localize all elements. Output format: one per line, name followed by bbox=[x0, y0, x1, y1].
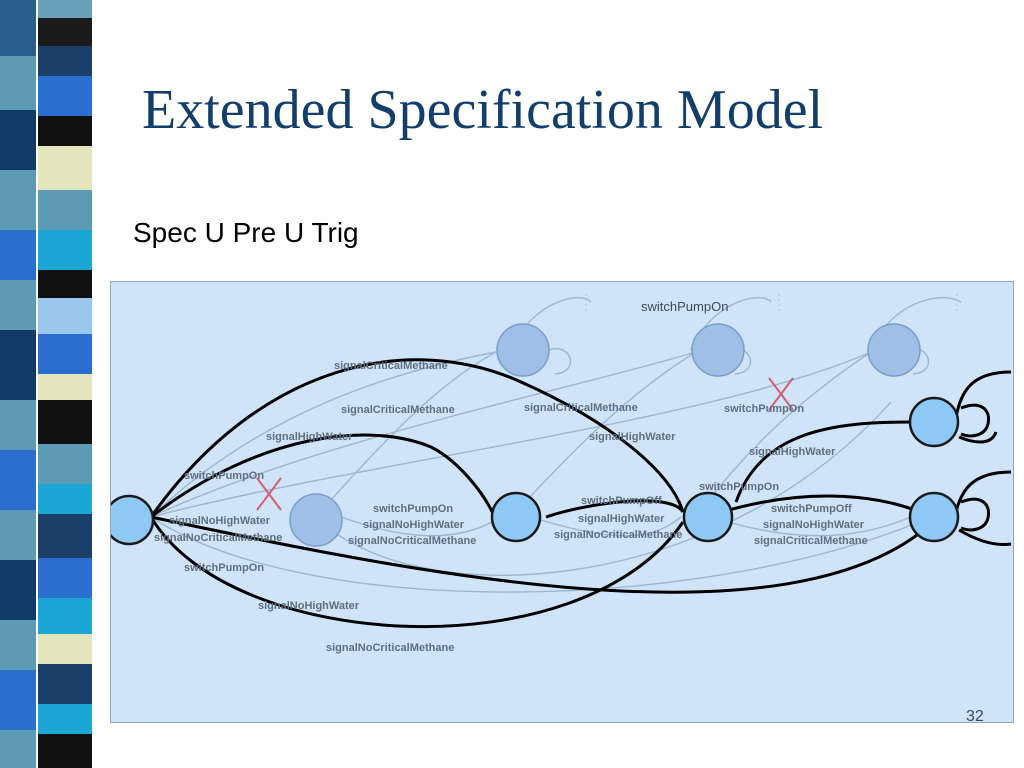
edge-label: signalCriticalMethane bbox=[341, 404, 455, 416]
edge-label: switchPumpOn bbox=[373, 503, 453, 515]
faint-edges bbox=[150, 296, 962, 593]
page-number: 32 bbox=[966, 708, 984, 725]
edge-label: switchPumpOn bbox=[184, 470, 264, 482]
edge-label: signalNoHighWater bbox=[763, 519, 865, 531]
faint-nodes bbox=[289, 323, 921, 547]
edge-label: signalCriticalMethane bbox=[754, 535, 868, 547]
edge-label: signalNoCriticalMethane bbox=[326, 642, 454, 654]
slide-title: Extended Specification Model bbox=[142, 79, 824, 141]
state-machine-diagram: switchPumpOn signalCriticalMethane signa… bbox=[110, 281, 1014, 723]
edge-label: signalNoHighWater bbox=[258, 600, 360, 612]
edge-label-top: switchPumpOn bbox=[641, 299, 728, 314]
edge-label: switchPumpOn bbox=[184, 562, 264, 574]
slide-subtitle: Spec U Pre U Trig bbox=[133, 217, 359, 248]
edge-label: signalCriticalMethane bbox=[334, 360, 448, 372]
edge-label: signalNoCriticalMethane bbox=[348, 535, 476, 547]
edge-label: switchPumpOn bbox=[724, 403, 804, 415]
edge-label: switchPumpOff bbox=[771, 503, 852, 515]
edge-label: switchPumpOff bbox=[581, 495, 662, 507]
edge-label: signalNoCriticalMethane bbox=[554, 529, 682, 541]
edge-label: signalCriticalMethane bbox=[524, 402, 638, 414]
edge-label: signalNoHighWater bbox=[363, 519, 465, 531]
edge-label: signalHighWater bbox=[749, 446, 836, 458]
bright-nodes bbox=[111, 396, 960, 546]
edge-label: signalNoHighWater bbox=[169, 515, 271, 527]
bold-edges bbox=[149, 358, 1012, 629]
edge-label: signalNoCriticalMethane bbox=[154, 532, 282, 544]
faint-dashes bbox=[585, 294, 958, 312]
cross-mark bbox=[768, 377, 794, 411]
edge-label: signalHighWater bbox=[589, 431, 676, 443]
diagram-canvas: switchPumpOn signalCriticalMethane signa… bbox=[111, 294, 1012, 654]
edge-label: signalHighWater bbox=[266, 431, 353, 443]
edge-label: switchPumpOn bbox=[699, 481, 779, 493]
edge-label: signalHighWater bbox=[578, 513, 665, 525]
cross-mark bbox=[256, 477, 282, 511]
decorative-left-bar bbox=[0, 0, 118, 768]
